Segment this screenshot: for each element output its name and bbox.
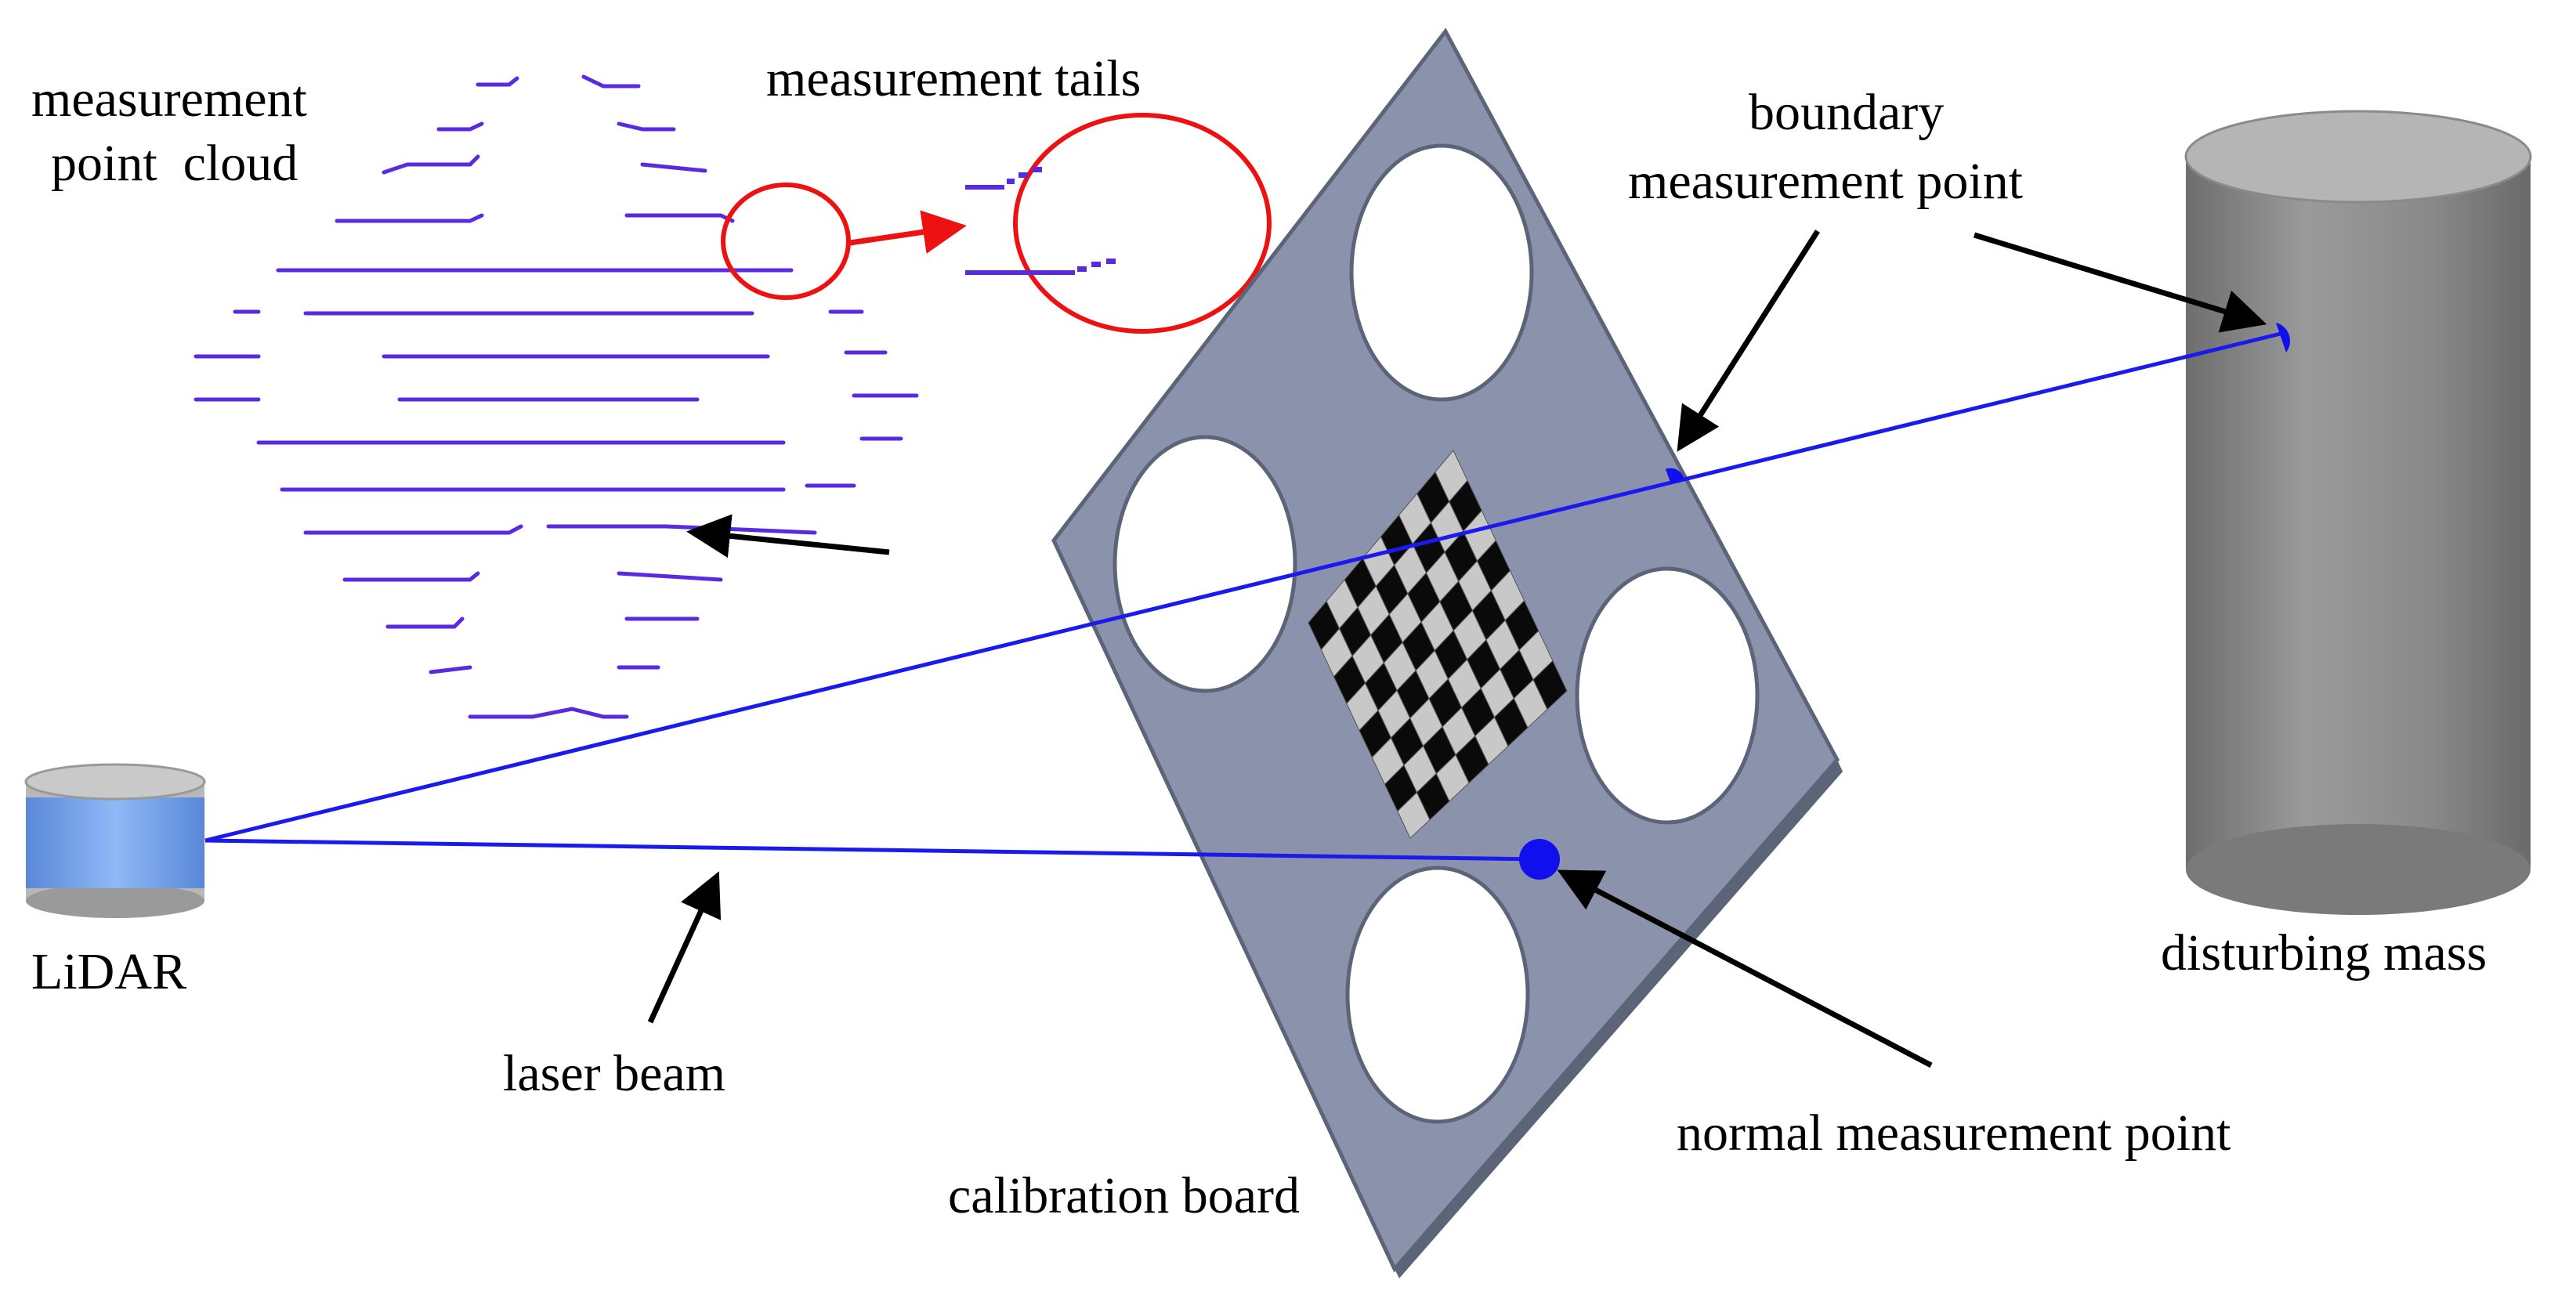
- normal-point-arrow: [1557, 869, 1933, 1068]
- boundary-label-line2: measurement point: [1628, 153, 2023, 210]
- boundary-point-on-mass: [2276, 323, 2291, 352]
- normal-point-label: normal measurement point: [1677, 1104, 2230, 1162]
- checkerboard-pattern: [1308, 450, 1568, 839]
- annotation-arrows: [647, 230, 2267, 1068]
- lidar-label: LiDAR: [31, 943, 186, 1000]
- boundary-board-arrow: [1677, 230, 1820, 452]
- cloud-label-line2: point cloud: [51, 135, 298, 192]
- lower-laser-beam: [204, 838, 1540, 862]
- calibration-board-label: calibration board: [948, 1167, 1300, 1224]
- normal-measurement-point: [1519, 839, 1560, 880]
- checker-square: [1532, 660, 1568, 710]
- laser-beams: [204, 331, 2285, 862]
- laser-beam-arrow: [647, 871, 722, 1024]
- tail-zoom-circle: [1013, 113, 1272, 334]
- zoom-arrow: [849, 210, 967, 254]
- zoomed-tails: [965, 167, 1116, 275]
- measurement-point-cloud: [194, 74, 919, 719]
- boundary-label-line1: boundary: [1749, 84, 1944, 141]
- calibration-board: [1051, 27, 1843, 1278]
- cloud-label-line1: measurement: [31, 70, 307, 128]
- upper-laser-beam: [204, 331, 2285, 843]
- lidar-sensor: [24, 763, 206, 918]
- laser-beam-label: laser beam: [503, 1045, 725, 1102]
- tails-label: measurement tails: [766, 50, 1141, 107]
- cloud-arrow: [686, 514, 890, 559]
- disturbing-mass-cylinder: [2184, 110, 2532, 915]
- tail-highlight-circle: [721, 183, 851, 300]
- disturbing-mass-label: disturbing mass: [2161, 924, 2487, 981]
- boundary-mass-arrow: [1973, 232, 2267, 333]
- boundary-point-on-board: [1665, 468, 1684, 484]
